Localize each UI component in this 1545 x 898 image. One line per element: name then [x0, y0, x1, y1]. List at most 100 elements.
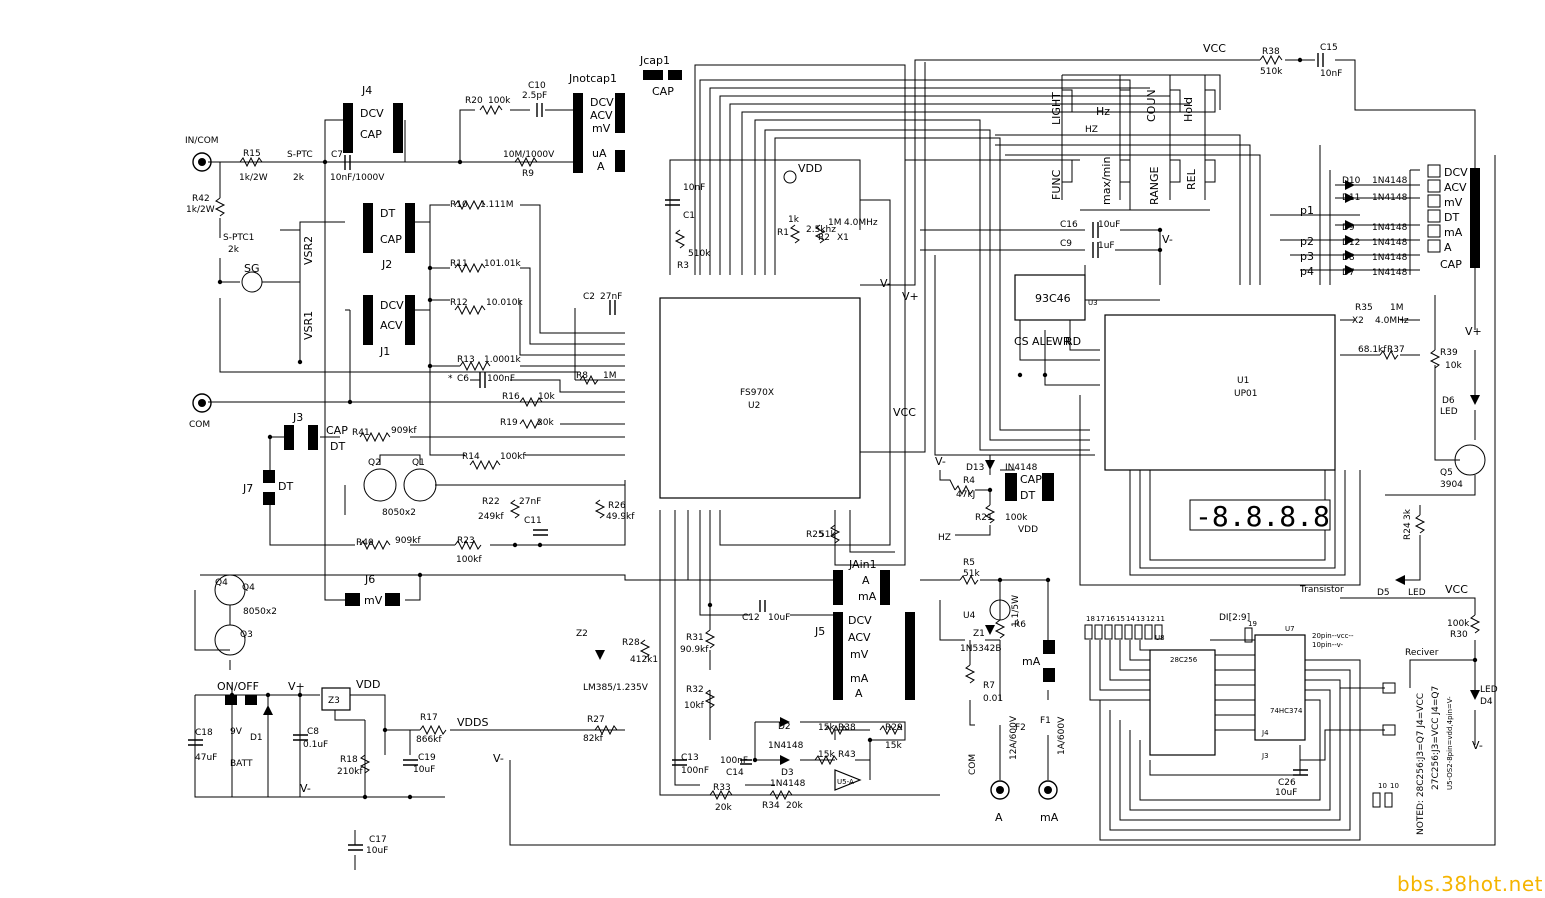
r4-ref: R4 — [963, 476, 975, 486]
transistors — [214, 170, 1486, 656]
u7-name: 74HC374 — [1270, 707, 1303, 715]
c26-ref: C26 — [1278, 778, 1296, 788]
u8-name: 28C256 — [1170, 656, 1198, 664]
chip-z3: Z3 — [321, 687, 351, 711]
on-off-label: ON/OFF — [217, 680, 259, 693]
j5-opt-3: mV — [850, 648, 869, 661]
c2-val: 27nF — [600, 292, 622, 302]
com-vert: COM — [968, 754, 978, 775]
r33-val: 20k — [715, 803, 732, 813]
sw-rel: REL — [1185, 168, 1198, 190]
pin-hdr-2: 10 — [1390, 782, 1399, 790]
r16-ref: R16 — [502, 392, 520, 402]
jumper-jain1: JAin1 A mA — [833, 558, 890, 605]
pin-15: 15 — [1116, 615, 1125, 623]
com-label: COM — [189, 420, 210, 430]
c19-val: 10uF — [413, 765, 435, 775]
sw-hold: Hold — [1182, 97, 1195, 122]
resistor-symbols — [214, 54, 1481, 801]
terminal-a: A — [990, 780, 1010, 824]
vplus-power: V+ — [288, 680, 305, 693]
ma-jumper-label: mA — [1022, 655, 1041, 668]
c1-val: 10nF — [683, 183, 705, 193]
r18-val: 210kf — [337, 767, 363, 777]
sel-a: A — [1444, 241, 1452, 254]
c10-ref: C10 — [528, 81, 546, 91]
r30-val: 100k — [1447, 619, 1470, 629]
r35-val: 1M — [1390, 303, 1404, 313]
sel-dt: DT — [1444, 211, 1459, 224]
c6-star: * — [448, 374, 453, 384]
j6-label: J6 — [364, 573, 375, 586]
j3-label: J3 — [292, 411, 303, 424]
r33-ref: R33 — [713, 783, 731, 793]
pin-hdr-1: 10 — [1378, 782, 1387, 790]
r6-val: 1.1/5W — [1011, 595, 1021, 627]
r24-val: 3k — [1403, 508, 1413, 520]
switches — [1061, 89, 1216, 183]
sw-coun: COUN — [1145, 89, 1158, 122]
vplus-right: V+ — [1465, 325, 1482, 338]
j6-opt: mV — [364, 594, 383, 607]
z1-ref: Z1 — [973, 629, 985, 639]
r41-ref: R41 — [352, 428, 370, 438]
u3-pin-rd: RD — [1065, 335, 1081, 348]
r29-ref: R29 — [885, 723, 903, 733]
j4-opt-1: DCV — [360, 107, 384, 120]
jcap1-opt: CAP — [652, 85, 674, 98]
r13-val: 1.0001k — [484, 355, 521, 365]
r7-ref: R7 — [983, 681, 995, 691]
jnotcap1-opt-5: A — [597, 160, 605, 173]
r27-ref: R27 — [587, 715, 605, 725]
selector-boxes — [1427, 164, 1441, 253]
sel-acv: ACV — [1444, 181, 1467, 194]
vminus-power: V- — [300, 782, 311, 795]
r25-val: 51k — [819, 530, 836, 540]
r12-ref: R12 — [450, 298, 468, 308]
r38a-val: 15k — [818, 723, 835, 733]
d8-val: 1N4148 — [1372, 253, 1408, 263]
x1-ref: X1 — [837, 233, 849, 243]
r32-val: 10kf — [684, 701, 705, 711]
r20-val: 100k — [488, 96, 511, 106]
transistor-label: Transistor — [1299, 585, 1344, 595]
vcc-u2: VCC — [893, 406, 916, 419]
r13-ref: R13 — [457, 355, 475, 365]
u1-name: U1 — [1237, 376, 1249, 386]
jain1-opt-2: mA — [858, 590, 877, 603]
u3-ref: U3 — [1088, 299, 1098, 307]
f1-val: 1A/600V — [1057, 716, 1067, 755]
jnotcap1-opt-4: uA — [592, 147, 607, 160]
u3-name: 93C46 — [1035, 292, 1071, 305]
c8-val: 0.1uF — [303, 740, 328, 750]
u5a-label: U5-A — [837, 778, 854, 786]
u7-note1: 20pin--vcc-- — [1312, 632, 1354, 640]
chip-u7: U7 74HC374 — [1254, 625, 1306, 741]
d12-val: 1N4148 — [1372, 238, 1408, 248]
c16-ref: C16 — [1060, 220, 1078, 230]
u4-ref: U4 — [963, 611, 976, 621]
r8-ref: R8 — [576, 371, 588, 381]
r32-ref: R32 — [686, 685, 704, 695]
sel-ma: mA — [1444, 226, 1463, 239]
r4-val: 47kJ — [956, 490, 975, 500]
r9-val: 10M/1000V — [503, 150, 555, 160]
c26-val: 10uF — [1275, 788, 1297, 798]
note-2: 27C256:J3=VCC J4=Q7 — [1431, 686, 1441, 790]
r20-ref: R20 — [465, 96, 483, 106]
u2-ref: U2 — [748, 401, 760, 411]
r28-val: 412k1 — [630, 655, 658, 665]
d2-ref: D2 — [778, 722, 791, 732]
jumper-dt-cap: CAP DT — [1005, 473, 1054, 502]
r5-val: 51k — [963, 569, 980, 579]
r23-ref: R23 — [457, 536, 475, 546]
r2-ref: R2 — [818, 233, 830, 243]
r10-val: 1.111M — [480, 200, 514, 210]
vsr1-label: VSR1 — [302, 311, 315, 340]
r39-val: 10k — [1445, 361, 1462, 371]
c17-val: 10uF — [366, 846, 388, 856]
j2-opt-1: DT — [380, 207, 395, 220]
r10-ref: R10 — [450, 200, 468, 210]
sel-mv: mV — [1444, 196, 1463, 209]
r16-val: 10k — [538, 392, 555, 402]
